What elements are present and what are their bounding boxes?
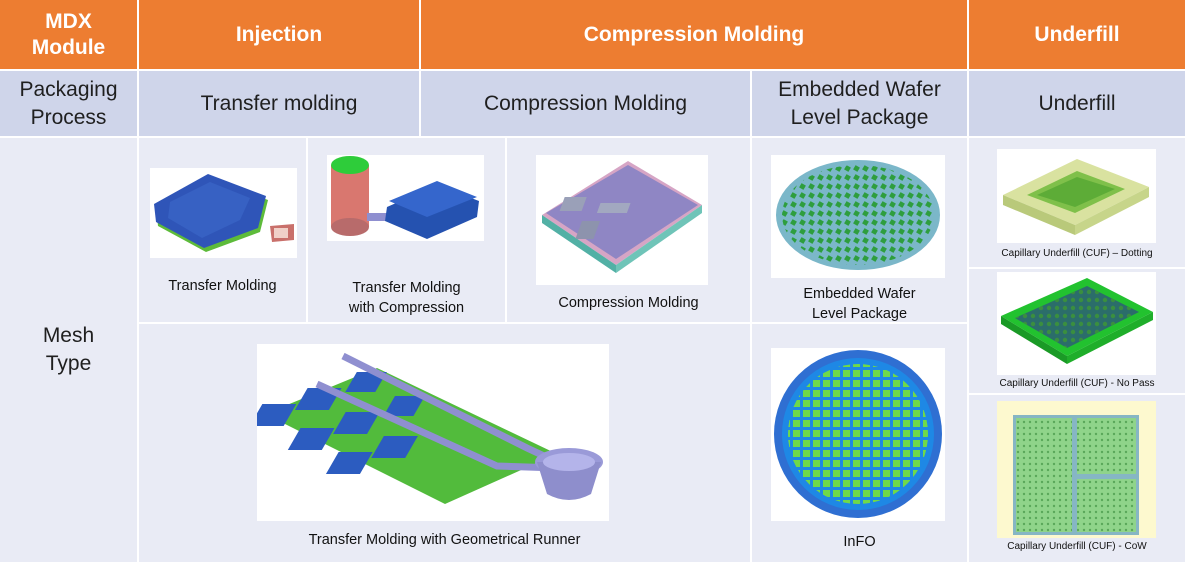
ewlp-image: [771, 155, 945, 278]
process-compression-molding: Compression Molding: [421, 71, 750, 136]
header-injection: Injection: [139, 0, 419, 69]
transfer-compression-image: [327, 155, 484, 241]
header-underfill: Underfill: [969, 0, 1185, 69]
cuf-nopass-caption: Capillary Underfill (CUF) - No Pass: [999, 378, 1155, 389]
cuf-cow-image: [997, 401, 1156, 538]
cuf-dotting-caption: Capillary Underfill (CUF) – Dotting: [1001, 248, 1153, 259]
info-caption: InFO: [843, 534, 876, 550]
runner-caption: Transfer Molding with Geometrical Runner: [308, 532, 581, 548]
info-image: [771, 348, 945, 521]
transfer-molding-caption: Transfer Molding: [168, 278, 277, 294]
process-transfer-molding: Transfer molding: [139, 71, 419, 136]
compression-molding-caption: Compression Molding: [558, 295, 699, 311]
process-ewlp: Embedded Wafer Level Package: [752, 71, 967, 136]
process-underfill: Underfill: [969, 71, 1185, 136]
ewlp-caption: Embedded Wafer Level Package: [803, 286, 916, 322]
header-compression-molding: Compression Molding: [421, 0, 967, 69]
compression-molding-image: [536, 155, 708, 285]
header-mdx-module: MDX Module: [0, 0, 137, 69]
mesh-type-label: Mesh Type: [0, 138, 137, 562]
cuf-nopass-image: [997, 272, 1156, 375]
transfer-compression-caption: Transfer Molding with Compression: [348, 280, 465, 316]
cuf-cow-caption: Capillary Underfill (CUF) - CoW: [1007, 541, 1147, 552]
process-label: Packaging Process: [0, 71, 137, 136]
cuf-dotting-image: [997, 149, 1156, 243]
runner-image: [257, 344, 609, 521]
transfer-molding-image: [150, 168, 297, 258]
